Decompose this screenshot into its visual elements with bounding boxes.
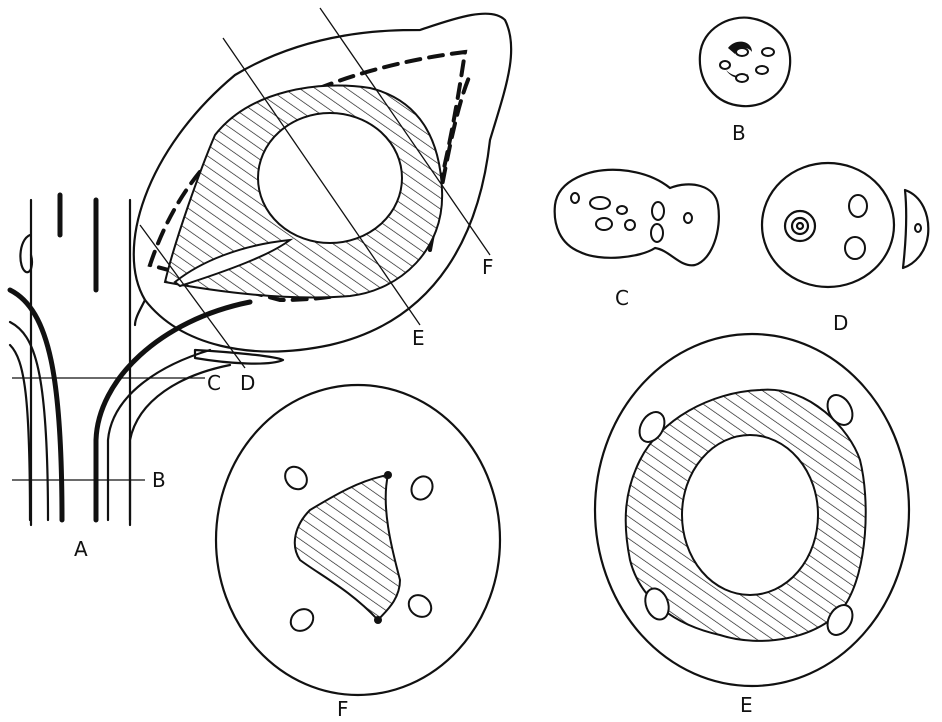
panel-c-cross-section <box>555 170 719 266</box>
panel-f-dot-top <box>384 471 392 479</box>
panel-d-ring-inner <box>792 218 808 234</box>
panel-e-cross-section <box>595 334 909 686</box>
bundle-to-leaf <box>96 302 250 520</box>
label-line-c: C <box>207 371 221 395</box>
label-line-f: F <box>482 255 494 279</box>
panel-c-bundle-5 <box>625 220 635 230</box>
label-f: F <box>337 697 349 721</box>
panel-b-bundle-4 <box>756 66 768 74</box>
panel-b-bundle-2 <box>720 61 730 69</box>
panel-c-outline <box>555 170 719 266</box>
panel-d-ring-outer <box>785 211 815 241</box>
panel-d-side-bundle <box>915 224 921 232</box>
panel-f-bundle-4 <box>404 591 435 622</box>
leaf-stalk <box>135 300 145 325</box>
label-c: C <box>615 286 629 310</box>
panel-b-outline <box>700 18 790 107</box>
label-line-d: D <box>240 371 255 395</box>
pith-hole <box>258 113 402 243</box>
label-b: B <box>732 121 746 145</box>
label-line-e: E <box>412 326 425 350</box>
panel-c-bundle-1 <box>571 193 579 203</box>
panel-b-bundle-3 <box>762 48 774 56</box>
panel-d-bundle-2 <box>845 237 865 259</box>
panel-c-bundle-6 <box>652 202 664 220</box>
panel-f-bundle-1 <box>281 462 312 493</box>
label-d: D <box>833 311 848 335</box>
panel-d-ring-center <box>797 223 803 229</box>
panel-b-bundle-1 <box>736 48 748 56</box>
panel-c-bundle-3 <box>596 218 612 230</box>
panel-c-bundle-8 <box>684 213 692 223</box>
panel-f-bundle-3 <box>286 605 317 636</box>
panel-d-bundle-1 <box>849 195 867 217</box>
panel-f-cross-section <box>216 385 500 695</box>
panel-e-pith <box>682 435 818 595</box>
panel-c-bundle-4 <box>617 206 627 214</box>
bundle-curve-inner-2 <box>10 345 30 520</box>
panel-b-cross-section <box>700 18 790 107</box>
label-e: E <box>740 693 753 717</box>
label-a: A <box>74 537 88 561</box>
panel-d-outline <box>762 163 894 287</box>
panel-f-dot-bottom <box>374 616 382 624</box>
bundle-curve-outer <box>10 290 62 520</box>
label-line-b: B <box>152 468 166 492</box>
panel-d-cross-section <box>762 163 928 287</box>
panel-f-hatched-core <box>295 475 400 620</box>
panel-f-bundle-2 <box>407 473 436 504</box>
panel-c-bundle-2 <box>590 197 610 209</box>
panel-c-bundle-7 <box>651 224 663 242</box>
panel-b-bundle-5 <box>736 74 748 82</box>
